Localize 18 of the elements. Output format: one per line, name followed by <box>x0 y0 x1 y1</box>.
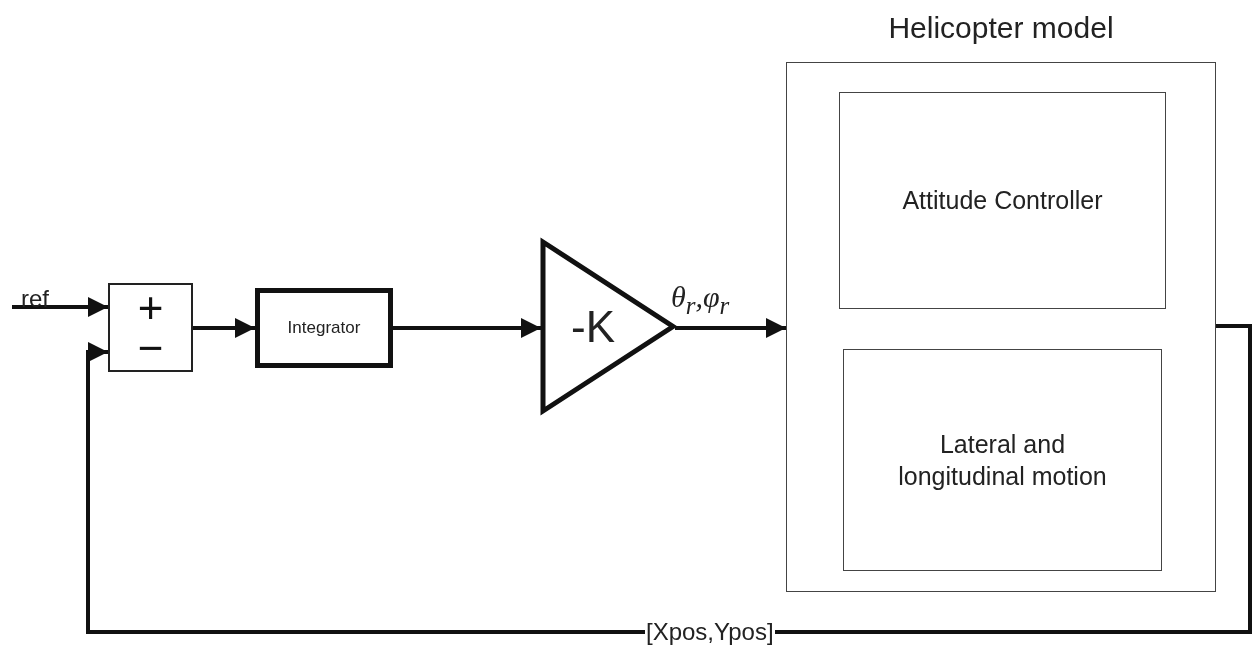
minus-sign: − <box>137 327 164 368</box>
signal-arrow <box>86 324 1252 634</box>
gain-label: -K <box>571 301 615 352</box>
plus-sign: + <box>137 287 164 328</box>
block-label: Lateral and longitudinal motion <box>897 428 1108 492</box>
block-label: Integrator <box>287 318 361 338</box>
signal-arrow <box>393 318 541 338</box>
subsystem-box <box>843 349 1162 571</box>
integrator-block <box>255 288 393 368</box>
edge-label: ref <box>20 286 50 313</box>
signal-arrow <box>193 318 255 338</box>
group-heading: Helicopter model <box>887 11 1115 45</box>
block-label: Attitude Controller <box>901 185 1104 217</box>
subsystem-box <box>839 92 1166 309</box>
signal-arrow <box>675 318 786 338</box>
summing-junction <box>108 283 193 372</box>
edge-label: θ$_{r}$,φ$_{r}$ <box>670 280 731 320</box>
signal-arrow <box>12 297 108 317</box>
